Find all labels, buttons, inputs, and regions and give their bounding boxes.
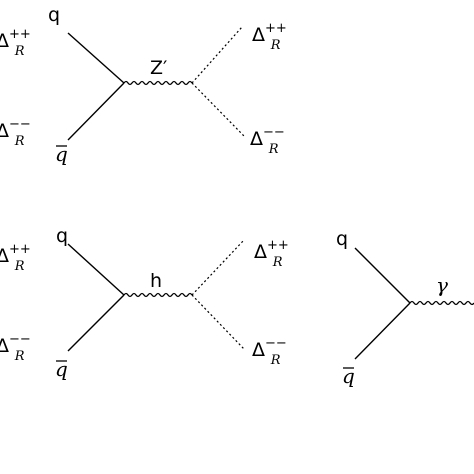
delta-plusplus-line bbox=[191, 26, 243, 84]
quark-line bbox=[67, 32, 125, 84]
antiquark-line bbox=[67, 82, 125, 141]
delta-minusminus-label: Δ−−R bbox=[252, 336, 287, 368]
svg-text:q: q bbox=[55, 142, 68, 166]
mediator-label: Z′ bbox=[150, 57, 167, 79]
quark-label: q bbox=[48, 4, 60, 26]
antiquark-label: q bbox=[55, 142, 68, 166]
antiquark-label: q bbox=[342, 364, 355, 388]
delta-minusminus-line bbox=[191, 294, 245, 350]
quark-label: q bbox=[336, 228, 348, 250]
diagram-zprime: q q Z′ Δ++R Δ−−R bbox=[48, 4, 287, 166]
quark-line bbox=[67, 243, 125, 296]
antiquark-label: q bbox=[55, 357, 68, 381]
higgs-propagator bbox=[123, 292, 193, 298]
antiquark-line bbox=[67, 294, 125, 352]
diagram-higgs: q q h Δ++R Δ−−R bbox=[55, 225, 289, 381]
delta-plusplus-line bbox=[191, 239, 245, 296]
zprime-propagator bbox=[123, 80, 193, 86]
svg-text:q: q bbox=[342, 364, 355, 388]
mediator-label: h bbox=[150, 270, 162, 292]
left-delta-plusplus-bottom: Δ++R bbox=[0, 242, 31, 274]
svg-text:q: q bbox=[55, 357, 68, 381]
delta-plusplus-label: Δ++R bbox=[252, 21, 287, 53]
left-delta-minusminus-bottom: Δ−−R bbox=[0, 332, 31, 364]
photon-propagator bbox=[409, 300, 474, 306]
mediator-label: γ bbox=[436, 273, 448, 297]
cropped-left-labels: Δ++R Δ−−R Δ++R Δ−−R bbox=[0, 27, 31, 364]
diagram-photon: q q γ bbox=[336, 228, 474, 388]
quark-line bbox=[354, 247, 411, 304]
quark-label: q bbox=[56, 225, 68, 247]
delta-minusminus-label: Δ−−R bbox=[250, 125, 285, 157]
delta-plusplus-label: Δ++R bbox=[254, 238, 289, 270]
left-delta-minusminus-top: Δ−−R bbox=[0, 117, 31, 149]
antiquark-line bbox=[354, 302, 411, 360]
left-delta-plusplus-top: Δ++R bbox=[0, 27, 31, 59]
delta-minusminus-line bbox=[191, 82, 245, 137]
